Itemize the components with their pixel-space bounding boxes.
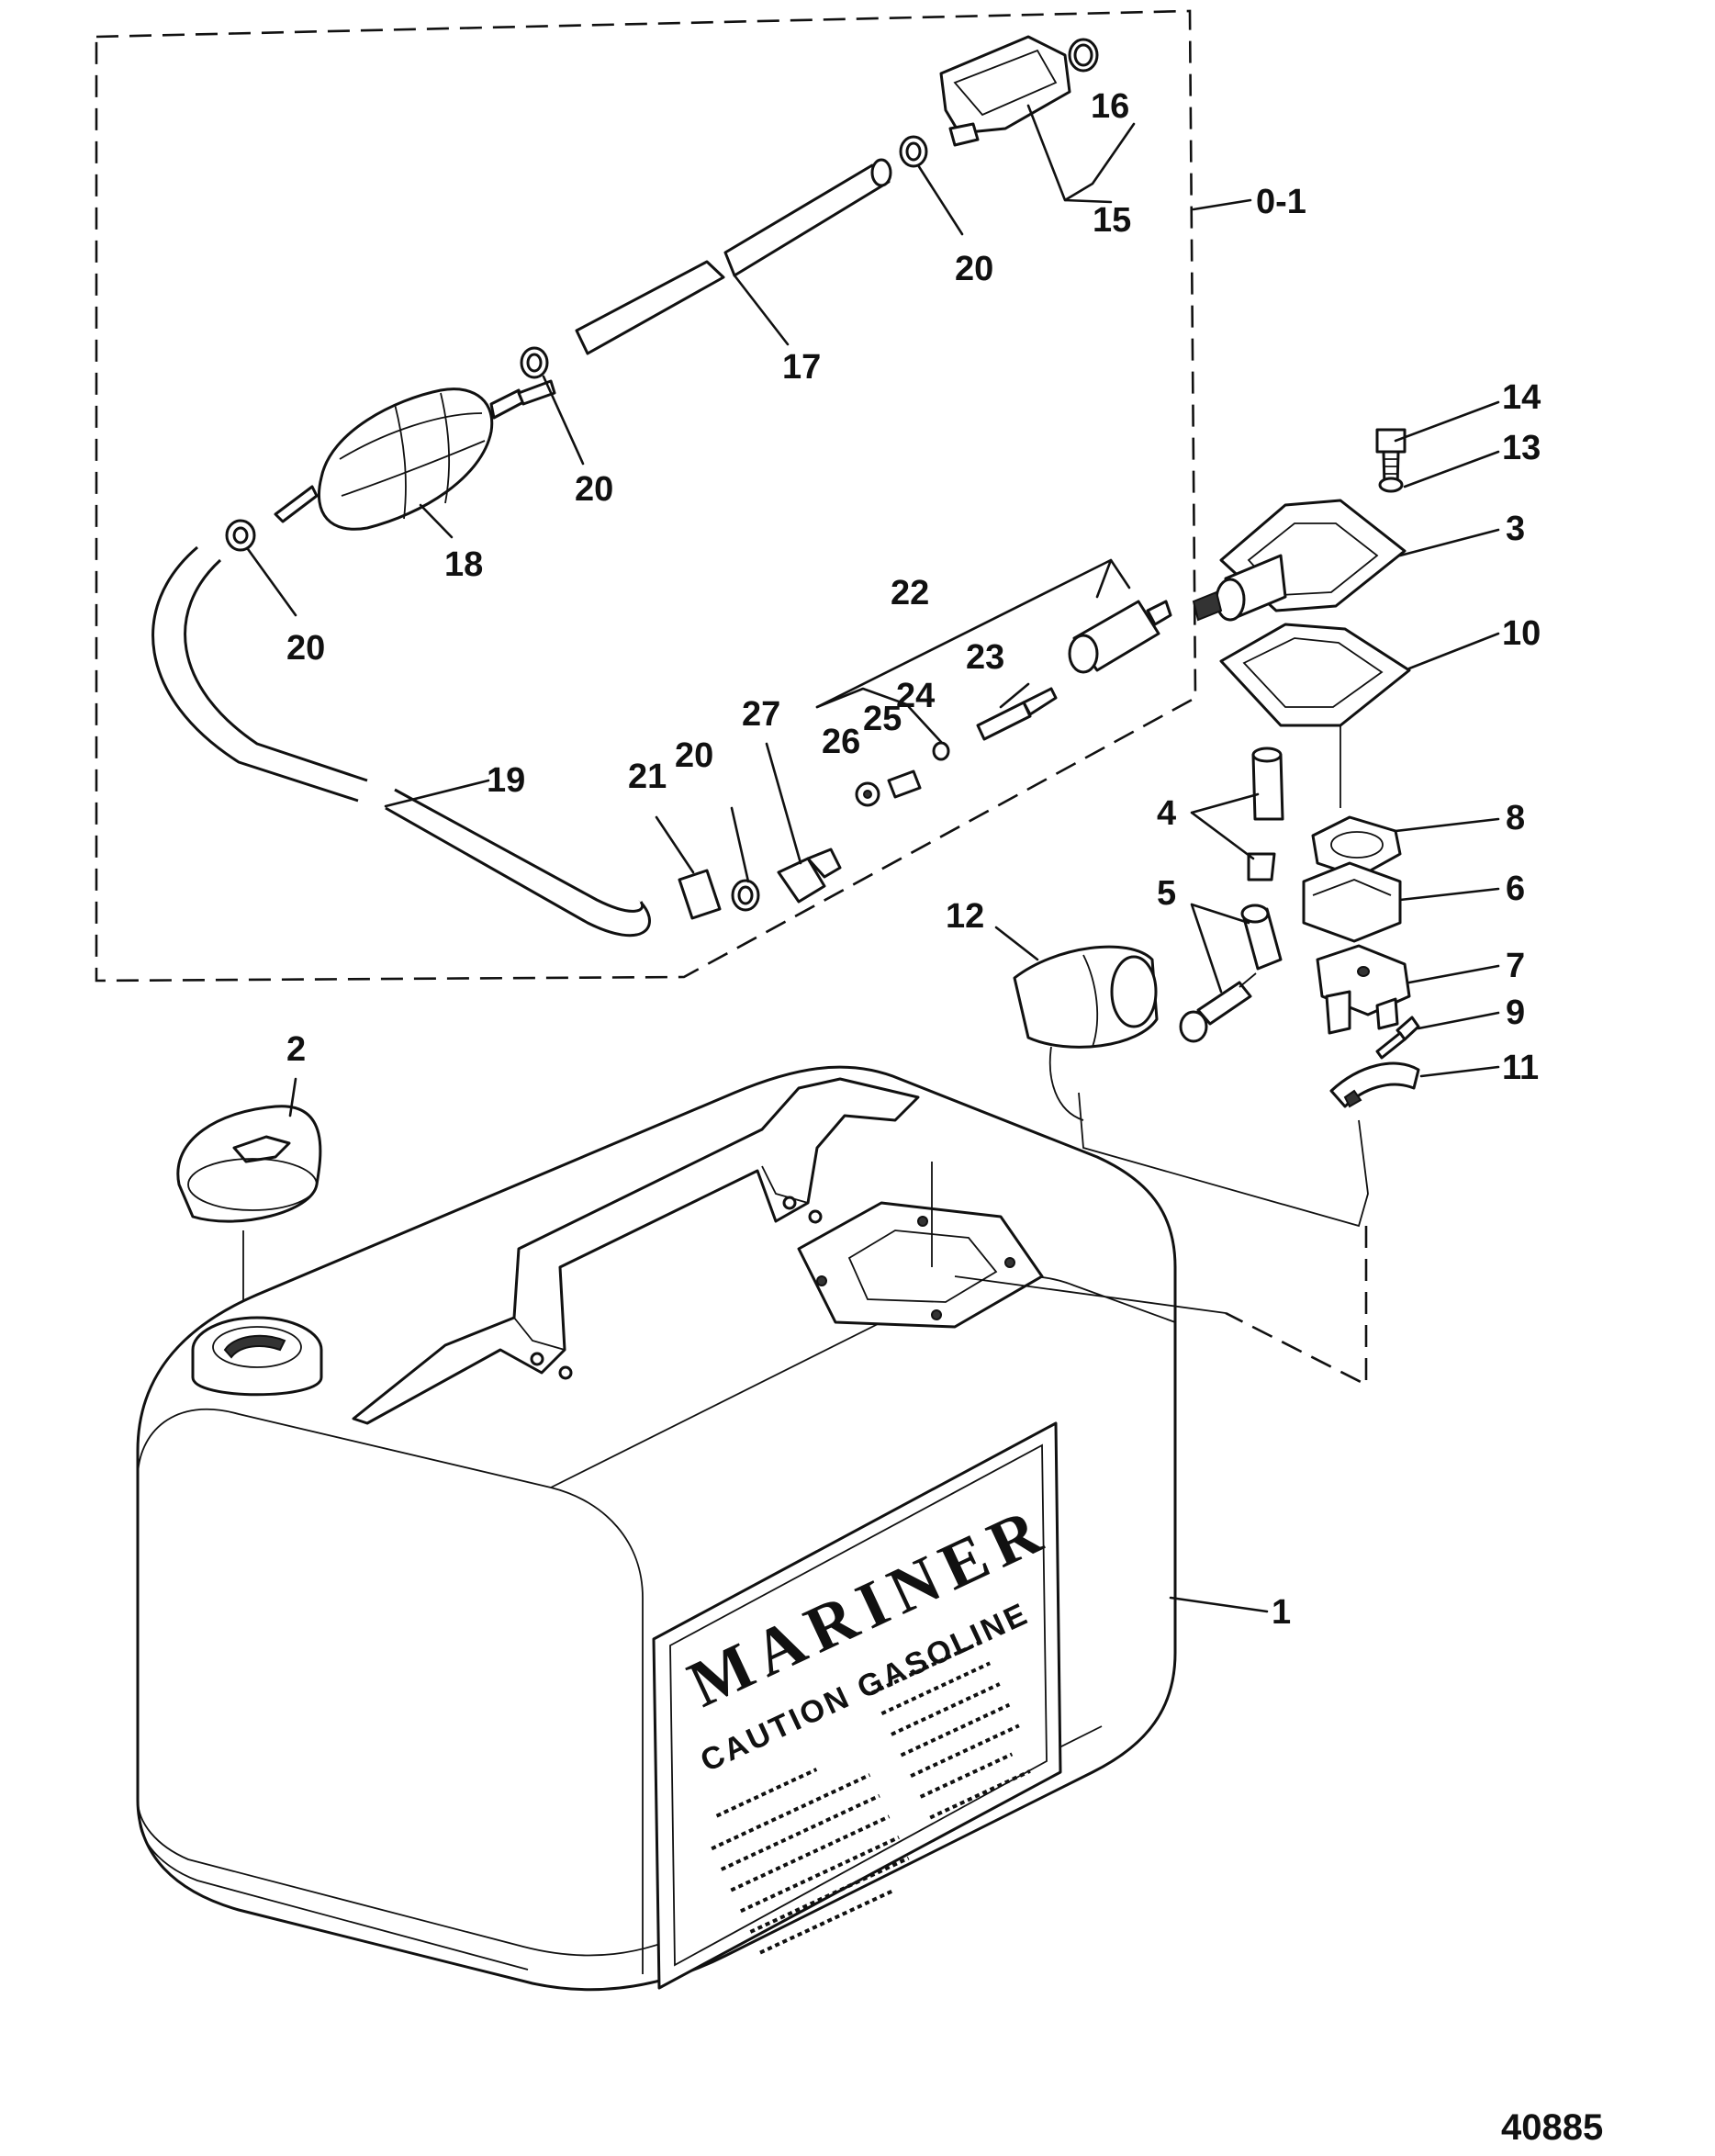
float-arm-clip-11 — [1329, 1061, 1420, 1108]
callout-6: 6 — [1506, 870, 1525, 908]
collar-20-left — [225, 519, 256, 552]
collar-20-lower — [731, 879, 760, 912]
callout-12: 12 — [946, 897, 984, 936]
callout-13: 13 — [1502, 429, 1541, 467]
pickup-center-line — [1225, 1226, 1368, 1387]
pickup-5 — [1179, 972, 1257, 1043]
callout-23: 23 — [966, 638, 1004, 677]
callout-20-left: 20 — [286, 629, 325, 668]
fuel-hose-17 — [575, 158, 892, 355]
fitting-27 — [777, 848, 842, 904]
callout-15: 15 — [1093, 201, 1131, 240]
callout-19: 19 — [487, 761, 525, 800]
callout-8: 8 — [1506, 799, 1525, 837]
screw-9 — [1375, 1016, 1420, 1060]
fitting-22 — [1068, 600, 1172, 674]
callout-20-lower: 20 — [675, 736, 713, 775]
fitting-23 — [976, 687, 1058, 741]
callout-1: 1 — [1272, 1593, 1291, 1632]
callout-10: 10 — [1502, 614, 1541, 653]
kit-boundary-dashed — [95, 9, 1197, 983]
collar-20-mid — [520, 346, 549, 379]
o-ring-16 — [1068, 38, 1099, 73]
callout-20-top: 20 — [955, 250, 993, 288]
filler-neck — [191, 1316, 323, 1397]
callout-3: 3 — [1506, 510, 1525, 548]
float-12 — [1013, 945, 1159, 1049]
fuel-connector-15 — [939, 35, 1071, 147]
callout-11: 11 — [1502, 1049, 1539, 1087]
collar-20-top — [899, 135, 928, 168]
housing-6 — [1302, 861, 1402, 943]
callout-27: 27 — [742, 695, 780, 734]
float-arm-wire — [1048, 1046, 1369, 1228]
bracket-7 — [1316, 944, 1411, 1035]
washer-26 — [855, 781, 880, 807]
carry-handle — [352, 1077, 920, 1425]
callout-5: 5 — [1157, 874, 1176, 913]
hose-end-21 — [678, 869, 722, 920]
figure-number: 40885 — [1501, 2107, 1603, 2148]
callout-14: 14 — [1502, 378, 1541, 417]
callout-labels: 0-1 1 2 3 4 5 6 7 8 9 10 11 12 13 14 15 … — [286, 87, 1541, 1632]
washer-13 — [1378, 477, 1404, 493]
filler-cap-2 — [176, 1105, 322, 1223]
callout-4: 4 — [1157, 794, 1176, 833]
callout-25: 25 — [863, 700, 902, 738]
fitting-body-3 — [1192, 499, 1407, 622]
callout-0-1: 0-1 — [1256, 183, 1306, 221]
primer-bulb-18 — [274, 379, 556, 531]
gauge-mount-pad — [797, 1201, 1044, 1329]
o-ring-24 — [932, 741, 950, 761]
callout-9: 9 — [1506, 994, 1525, 1032]
callout-26: 26 — [822, 723, 860, 761]
fitting-25 — [887, 769, 922, 799]
leader-lines — [246, 104, 1500, 1613]
tank-center-line — [954, 1275, 1227, 1314]
callout-7: 7 — [1506, 947, 1525, 985]
callout-21: 21 — [628, 758, 667, 796]
callout-20-mid: 20 — [575, 470, 613, 509]
callout-17: 17 — [782, 348, 821, 387]
decal-fine-print — [711, 1640, 1031, 1955]
callout-2: 2 — [286, 1030, 306, 1069]
filter-4 — [1247, 747, 1284, 881]
gasket-10 — [1219, 623, 1411, 727]
seal-8 — [1311, 815, 1402, 879]
callout-18: 18 — [444, 545, 483, 584]
fuel-hose-19 — [151, 545, 651, 938]
callout-22: 22 — [891, 574, 929, 612]
callout-24: 24 — [896, 677, 935, 715]
elbow-5 — [1240, 904, 1283, 971]
callout-16: 16 — [1091, 87, 1129, 126]
